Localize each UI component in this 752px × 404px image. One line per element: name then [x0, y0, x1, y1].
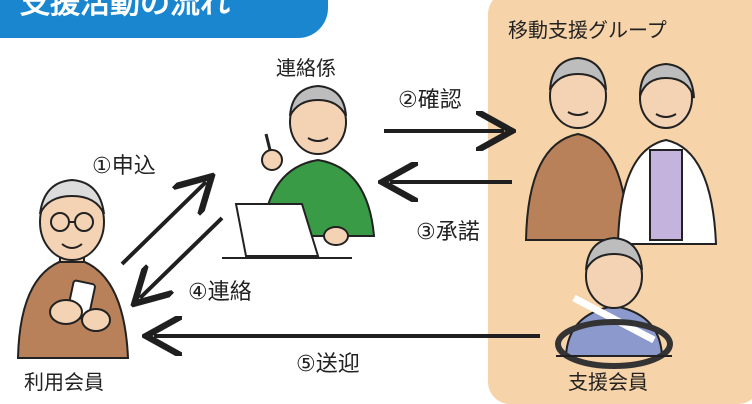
diagram-title: 支援活動の流れ	[20, 0, 230, 21]
step-confirm: ②確認	[398, 88, 462, 113]
user-figure	[16, 178, 130, 359]
step-accept: ③承諾	[416, 220, 480, 245]
step-transport: ⑤送迎	[296, 352, 360, 377]
step-apply: ①申込	[92, 154, 156, 179]
supporter-figure	[555, 236, 673, 369]
label-group: 移動支援グループ	[508, 18, 667, 42]
step-contact: ④連絡	[188, 280, 252, 305]
arrow-apply	[120, 182, 206, 266]
arrow-contact	[140, 216, 224, 298]
liaison-figure	[222, 84, 376, 259]
label-liaison: 連絡係	[276, 56, 336, 80]
label-supporter: 支援会員	[568, 370, 648, 394]
label-user: 利用会員	[24, 370, 104, 394]
title-banner: 支援活動の流れ	[0, 0, 328, 38]
group-figures	[524, 56, 718, 245]
